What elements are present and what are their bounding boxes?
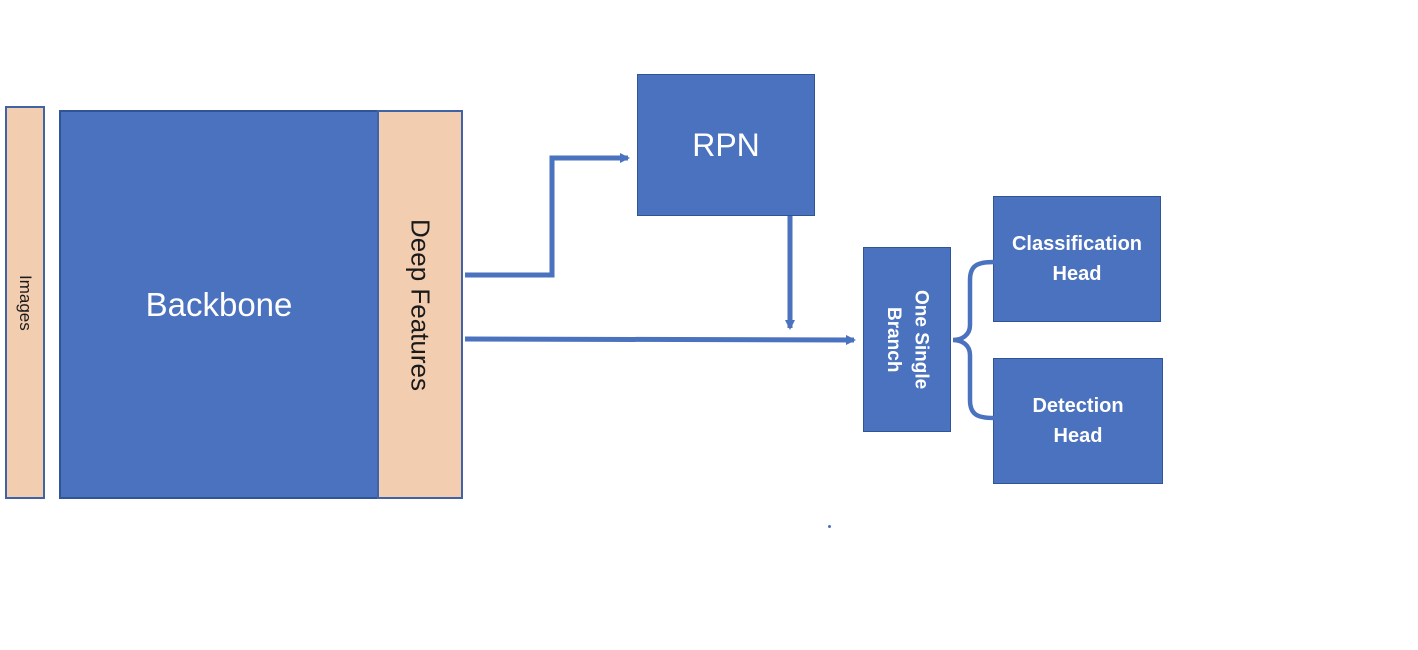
rpn-block: RPN [637, 74, 815, 216]
detection-head-block: Detection Head [993, 358, 1163, 484]
stray-dot [828, 525, 831, 528]
backbone-label: Backbone [145, 285, 293, 323]
images-label: Images [16, 274, 35, 331]
features-to-rpn-arrow [465, 153, 630, 278]
classification-head-label: Classification Head [1011, 233, 1143, 285]
classification-head-block: Classification Head [993, 196, 1161, 322]
detection-head-label: Detection Head [1032, 395, 1124, 447]
single-branch-block: One Single Branch [863, 247, 951, 432]
images-block: Images [5, 106, 45, 499]
rpn-label: RPN [692, 126, 760, 163]
features-to-branch-arrow [464, 334, 856, 345]
deep-features-block: Deep Features [377, 110, 463, 499]
heads-brace [952, 259, 995, 421]
backbone-block: Backbone [59, 110, 379, 499]
deep-features-label: Deep Features [405, 218, 436, 391]
single-branch-label: One Single Branch [883, 289, 932, 390]
